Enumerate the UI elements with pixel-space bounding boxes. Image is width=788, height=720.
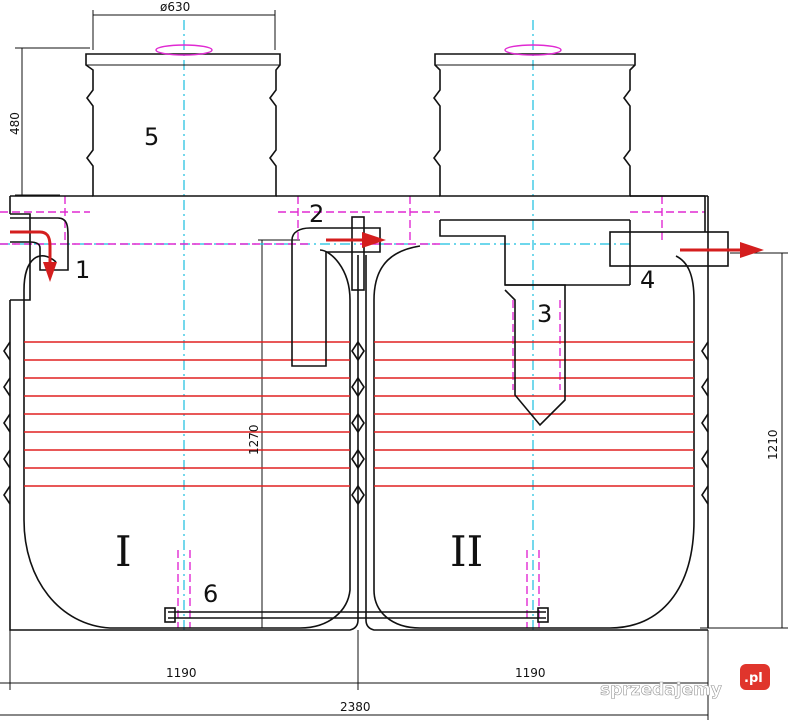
center-lines xyxy=(0,20,630,630)
hidden-lines xyxy=(0,196,705,628)
watermark-text: sprzedajemy xyxy=(600,680,722,700)
label-part-4: 4 xyxy=(640,266,655,294)
inner-height-label: 1270 xyxy=(247,424,261,455)
watermark-badge xyxy=(740,664,770,690)
watermark: sprzedajemy .pl xyxy=(600,664,770,700)
hatch-height-label: 480 xyxy=(8,112,22,135)
label-part-3: 3 xyxy=(537,300,552,328)
outlet-pipe xyxy=(609,195,729,267)
chamber-2-label: II xyxy=(450,527,483,576)
hatch-diameter-label: ø630 xyxy=(160,0,190,14)
hatch-left xyxy=(85,44,281,197)
label-part-2: 2 xyxy=(309,200,324,228)
total-length-label: 2380 xyxy=(340,700,371,714)
dimension-lines xyxy=(0,10,788,720)
baffle xyxy=(439,219,631,427)
tank-body xyxy=(9,195,709,631)
ribs xyxy=(3,340,709,506)
label-part-1: 1 xyxy=(75,256,90,284)
chamber1-length-label: 1190 xyxy=(166,666,197,680)
outlet-height-label: 1210 xyxy=(766,429,780,460)
label-part-6: 6 xyxy=(203,580,218,608)
watermark-badge-text: .pl xyxy=(744,671,763,686)
flow-arrows xyxy=(10,230,764,282)
chamber2-length-label: 1190 xyxy=(515,666,546,680)
hatch-right xyxy=(433,44,636,197)
tie-rod xyxy=(164,607,549,623)
label-part-5: 5 xyxy=(144,123,159,151)
chamber-1-label: I xyxy=(115,527,132,576)
overflow-pipe xyxy=(291,216,381,367)
